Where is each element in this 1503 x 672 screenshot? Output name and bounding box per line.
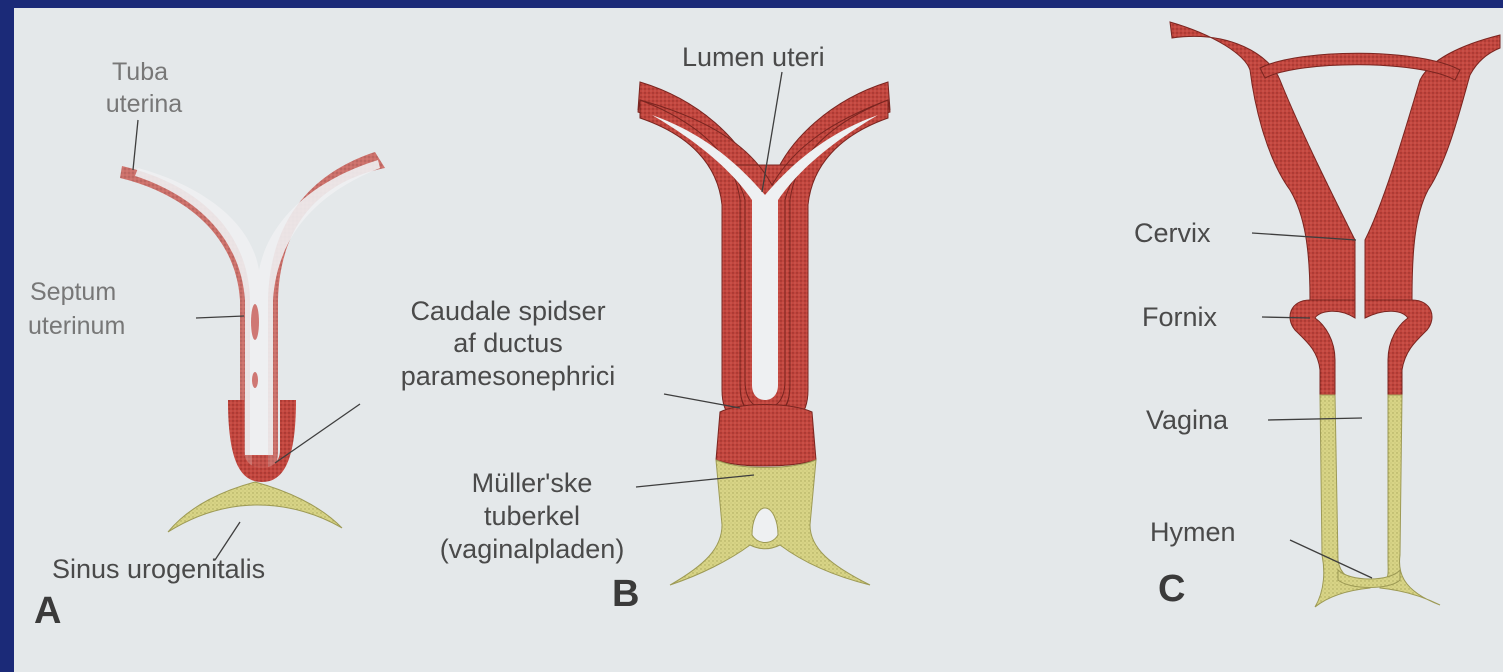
panel-a-septum-mark [251,304,259,340]
label-cervix: Cervix [1134,218,1211,248]
label-sinus-urogenitalis: Sinus urogenitalis [52,554,265,584]
label-caudale-line1: Caudale spidser [410,296,605,326]
label-tuba-uterina-line1: Tuba [112,58,168,86]
panel-a-septum-mark [252,372,258,388]
label-septum-uterinum-line1: Septum [30,278,116,306]
label-septum-uterinum-line2: uterinum [28,312,125,340]
panel-b-tip-block [716,405,816,467]
panel-b-letter: B [612,573,639,615]
label-muller-line1: Müller'ske [472,468,593,498]
label-muller-line2: tuberkel [484,501,580,531]
label-vagina: Vagina [1146,405,1229,435]
panel-a-letter: A [34,590,61,632]
label-lumen-uteri: Lumen uteri [682,42,825,72]
label-caudale-line2: af ductus [453,328,563,358]
label-muller-line3: (vaginalpladen) [440,534,625,564]
label-hymen: Hymen [1150,517,1236,547]
label-caudale-line3: paramesonephrici [401,361,616,391]
label-tuba-uterina-line2: uterina [106,90,183,118]
panel-c-letter: C [1158,568,1185,610]
label-fornix: Fornix [1142,302,1218,332]
